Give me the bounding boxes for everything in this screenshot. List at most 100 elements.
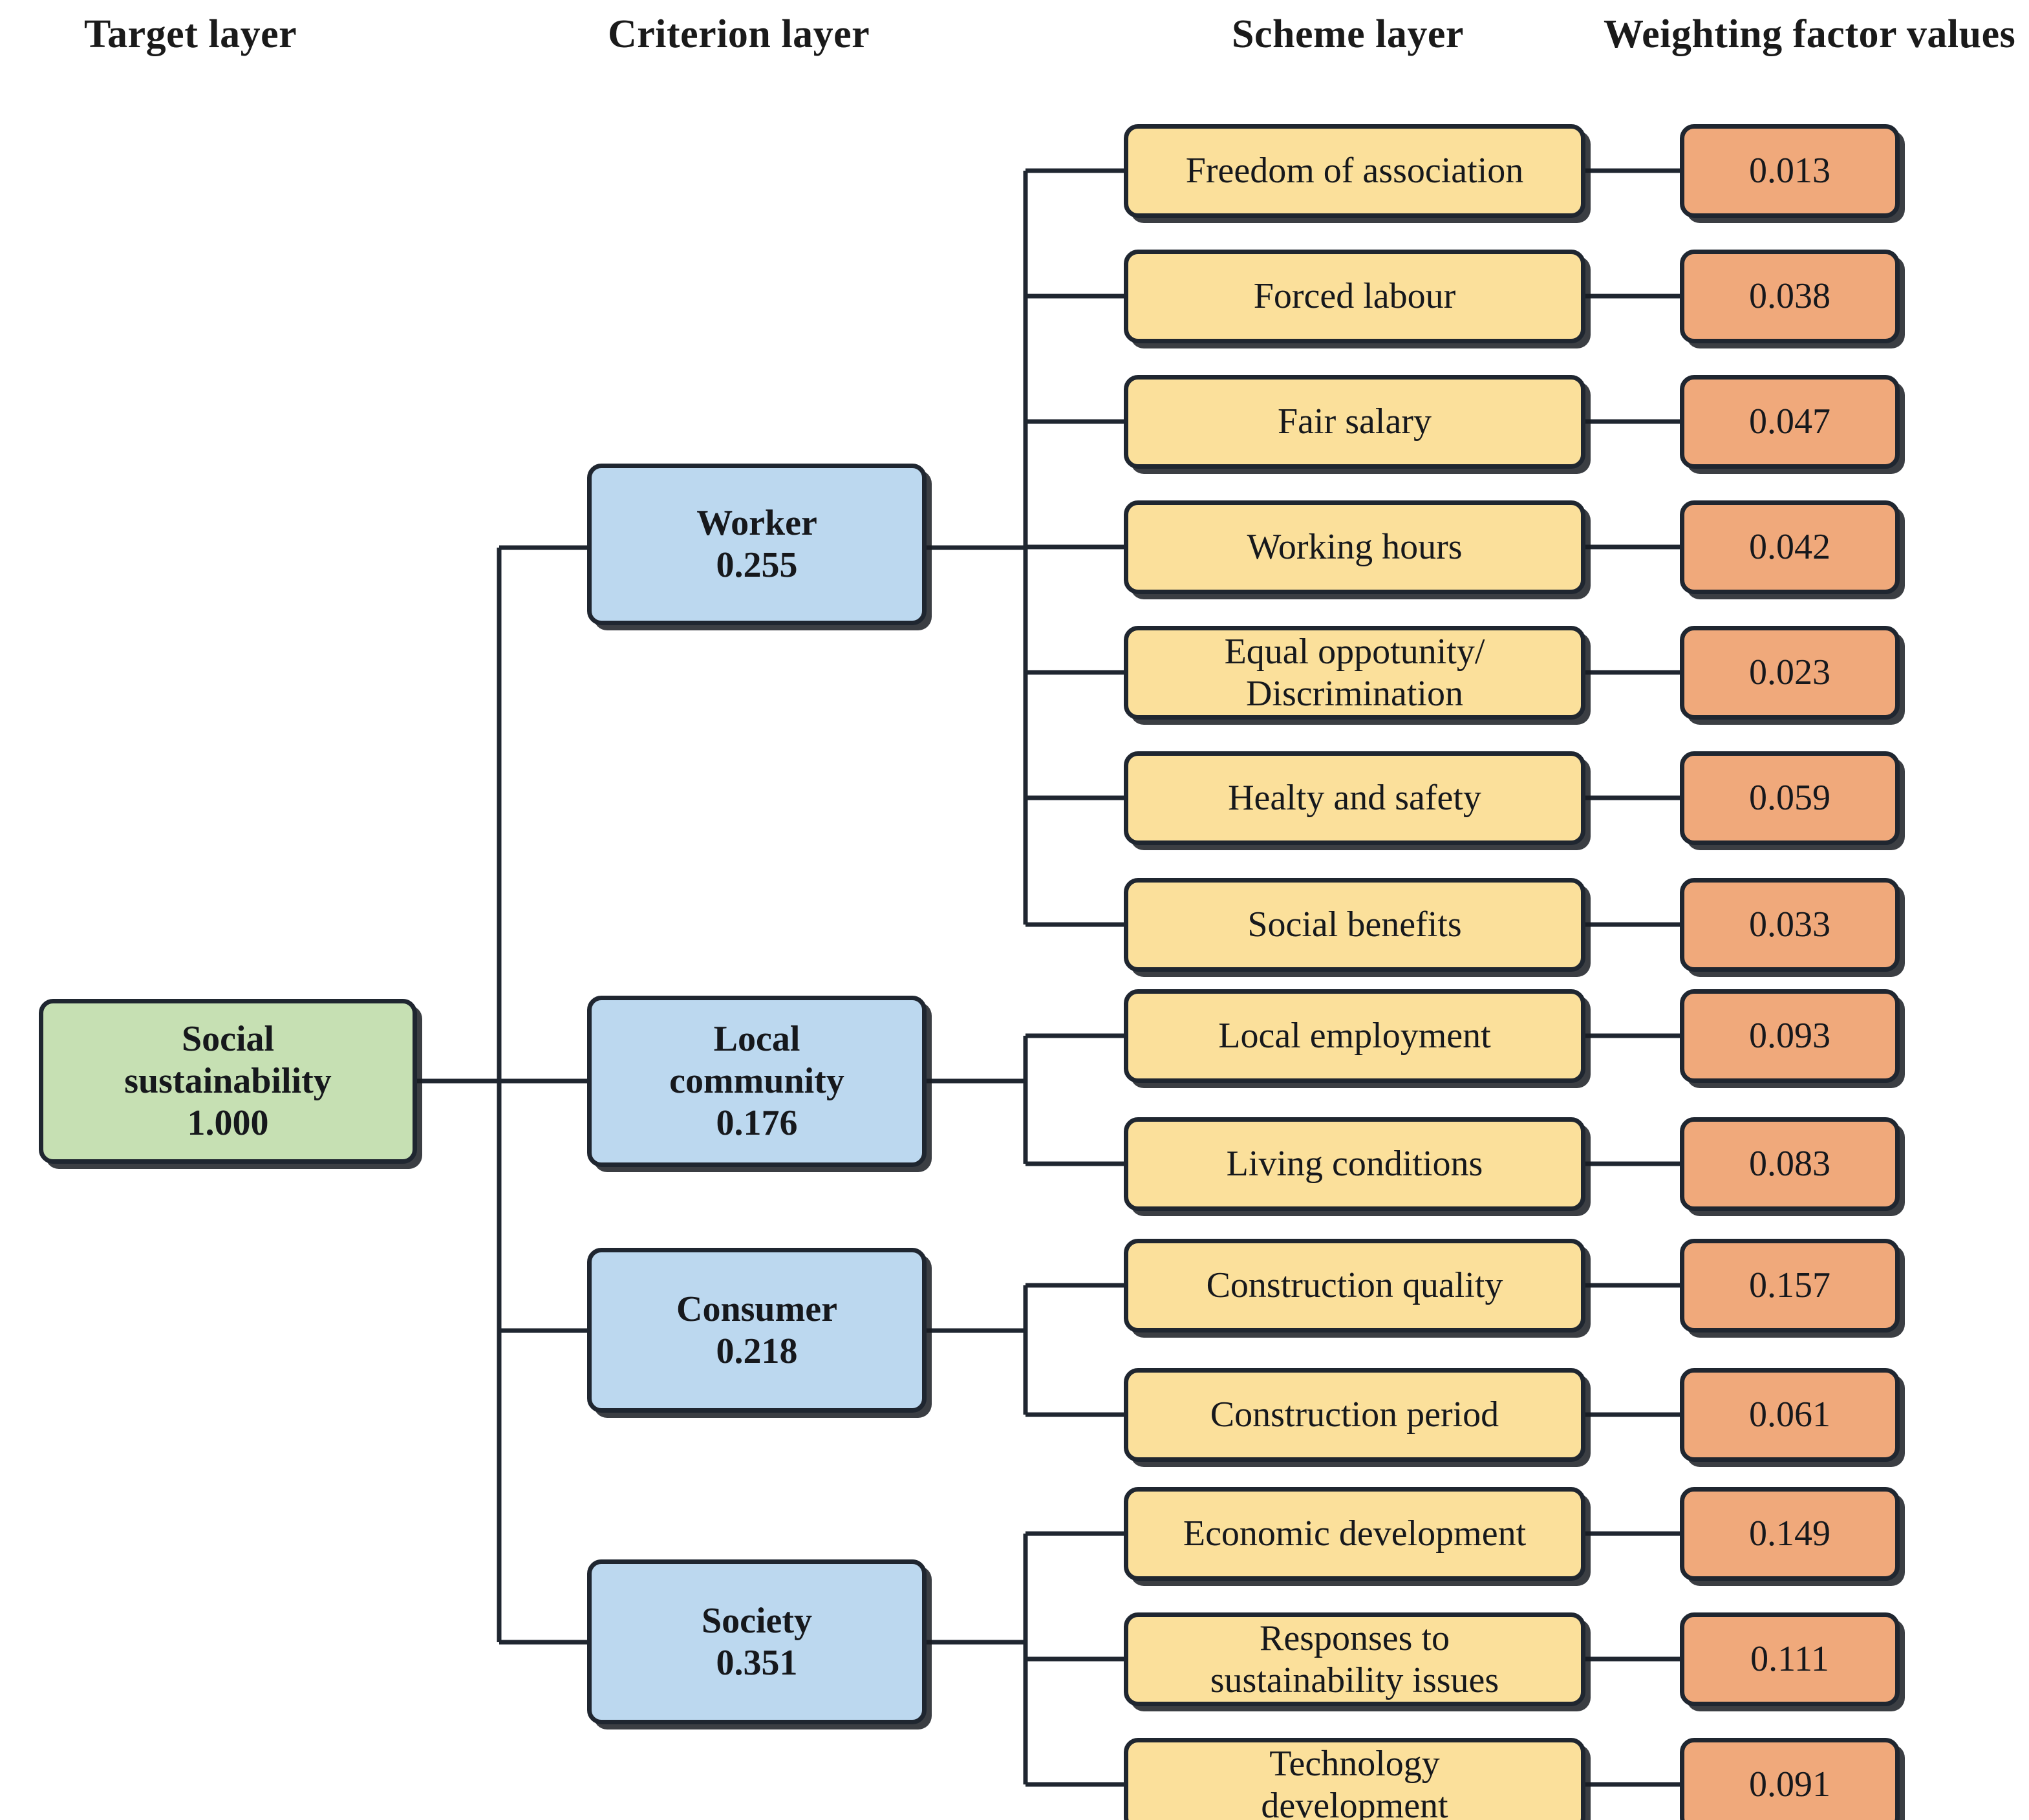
scheme-8-line-1: Local employment: [1218, 1016, 1491, 1056]
weight-12-value: 0.149: [1749, 1514, 1830, 1554]
weight-node-2[interactable]: 0.038: [1680, 250, 1900, 343]
weight-node-10[interactable]: 0.157: [1680, 1239, 1900, 1333]
weight-node-3[interactable]: 0.047: [1680, 375, 1900, 469]
scheme-node-social-benefits[interactable]: Social benefits: [1124, 878, 1585, 972]
weight-node-5[interactable]: 0.023: [1680, 626, 1900, 720]
scheme-node-responses-to-sustainability-issues[interactable]: Responses to sustainability issues: [1124, 1612, 1585, 1706]
scheme-4-line-1: Working hours: [1247, 527, 1463, 568]
criterion-node-society[interactable]: Society 0.351: [587, 1559, 927, 1724]
weight-2-value: 0.038: [1749, 276, 1830, 317]
criterion-local-community-label-2: community: [669, 1061, 844, 1102]
weight-4-value: 0.042: [1749, 527, 1830, 568]
target-line-1: Social: [181, 1019, 275, 1060]
criterion-consumer-text: Consumer 0.218: [592, 1289, 922, 1373]
weight-8-value: 0.093: [1749, 1016, 1830, 1056]
weight-14-value: 0.091: [1749, 1764, 1830, 1805]
criterion-node-worker[interactable]: Worker 0.255: [587, 464, 927, 625]
scheme-node-9-text: Living conditions: [1128, 1143, 1581, 1185]
scheme-12-line-1: Economic development: [1183, 1514, 1527, 1554]
scheme-node-living-conditions[interactable]: Living conditions: [1124, 1117, 1585, 1211]
scheme-node-working-hours[interactable]: Working hours: [1124, 500, 1585, 594]
scheme-node-freedom-of-association[interactable]: Freedom of association: [1124, 124, 1585, 218]
target-node-social-sustainability[interactable]: Social sustainability 1.000: [39, 999, 417, 1164]
weight-5-value: 0.023: [1749, 652, 1830, 693]
weight-node-1[interactable]: 0.013: [1680, 124, 1900, 218]
weight-7-value: 0.033: [1749, 905, 1830, 945]
scheme-13-line-2: sustainability issues: [1210, 1660, 1499, 1700]
scheme-node-forced-labour[interactable]: Forced labour: [1124, 250, 1585, 343]
criterion-worker-label: Worker: [696, 503, 817, 544]
weight-11-value: 0.061: [1749, 1395, 1830, 1435]
criterion-node-local-community[interactable]: Local community 0.176: [587, 996, 927, 1167]
scheme-2-line-1: Forced labour: [1253, 276, 1456, 317]
scheme-node-local-employment[interactable]: Local employment: [1124, 989, 1585, 1083]
scheme-11-line-1: Construction period: [1210, 1395, 1499, 1435]
scheme-10-line-1: Construction quality: [1206, 1265, 1503, 1306]
scheme-node-8-text: Local employment: [1128, 1015, 1581, 1057]
scheme-node-7-text: Social benefits: [1128, 904, 1581, 946]
scheme-node-6-text: Healty and safety: [1128, 777, 1581, 819]
criterion-society-text: Society 0.351: [592, 1600, 922, 1684]
scheme-9-line-1: Living conditions: [1226, 1144, 1483, 1184]
weight-node-11[interactable]: 0.061: [1680, 1368, 1900, 1462]
criterion-local-community-value: 0.176: [716, 1102, 798, 1143]
scheme-node-health-and-safety[interactable]: Healty and safety: [1124, 751, 1585, 845]
scheme-node-1-text: Freedom of association: [1128, 150, 1581, 192]
criterion-society-label: Society: [701, 1600, 813, 1641]
scheme-node-construction-quality[interactable]: Construction quality: [1124, 1239, 1585, 1333]
scheme-node-4-text: Working hours: [1128, 526, 1581, 568]
weight-node-6[interactable]: 0.059: [1680, 751, 1900, 845]
scheme-node-equal-opportunity-discrimination[interactable]: Equal oppotunity/ Discrimination: [1124, 626, 1585, 720]
scheme-node-economic-development[interactable]: Economic development: [1124, 1487, 1585, 1581]
criterion-node-consumer[interactable]: Consumer 0.218: [587, 1248, 927, 1413]
scheme-node-14-text: Technology development: [1128, 1743, 1581, 1820]
scheme-7-line-1: Social benefits: [1247, 905, 1462, 945]
weight-3-value: 0.047: [1749, 401, 1830, 442]
criterion-society-value: 0.351: [716, 1642, 798, 1683]
weight-6-value: 0.059: [1749, 778, 1830, 819]
scheme-node-2-text: Forced labour: [1128, 275, 1581, 317]
scheme-node-3-text: Fair salary: [1128, 401, 1581, 443]
weight-1-value: 0.013: [1749, 151, 1830, 191]
scheme-node-12-text: Economic development: [1128, 1513, 1581, 1555]
scheme-node-fair-salary[interactable]: Fair salary: [1124, 375, 1585, 469]
weight-node-9[interactable]: 0.083: [1680, 1117, 1900, 1211]
weight-9-value: 0.083: [1749, 1144, 1830, 1184]
weight-node-4[interactable]: 0.042: [1680, 500, 1900, 594]
criterion-worker-text: Worker 0.255: [592, 502, 922, 586]
scheme-5-line-2: Discrimination: [1246, 673, 1463, 714]
scheme-node-technology-development[interactable]: Technology development: [1124, 1738, 1585, 1820]
target-line-2: sustainability: [124, 1061, 332, 1102]
scheme-node-11-text: Construction period: [1128, 1394, 1581, 1436]
scheme-node-10-text: Construction quality: [1128, 1265, 1581, 1307]
criterion-worker-value: 0.255: [716, 545, 798, 585]
weight-node-13[interactable]: 0.111: [1680, 1612, 1900, 1706]
target-node-text: Social sustainability 1.000: [43, 1018, 413, 1144]
weight-13-value: 0.111: [1750, 1639, 1829, 1680]
scheme-3-line-1: Fair salary: [1278, 401, 1432, 442]
scheme-14-line-1: Technology: [1269, 1743, 1440, 1784]
scheme-node-5-text: Equal oppotunity/ Discrimination: [1128, 631, 1581, 715]
scheme-6-line-1: Healty and safety: [1228, 778, 1481, 819]
scheme-node-construction-period[interactable]: Construction period: [1124, 1368, 1585, 1462]
header-scheme-layer: Scheme layer: [1232, 12, 1464, 56]
weight-node-7[interactable]: 0.033: [1680, 878, 1900, 972]
header-criterion-layer: Criterion layer: [608, 12, 870, 56]
weight-node-12[interactable]: 0.149: [1680, 1487, 1900, 1581]
criterion-local-community-label-1: Local: [713, 1019, 800, 1060]
weight-node-14[interactable]: 0.091: [1680, 1738, 1900, 1820]
scheme-1-line-1: Freedom of association: [1185, 151, 1524, 191]
header-target-layer: Target layer: [84, 12, 297, 56]
criterion-consumer-label: Consumer: [676, 1289, 837, 1329]
weight-node-8[interactable]: 0.093: [1680, 989, 1900, 1083]
scheme-14-line-2: development: [1261, 1785, 1448, 1820]
weight-10-value: 0.157: [1749, 1265, 1830, 1306]
scheme-node-13-text: Responses to sustainability issues: [1128, 1618, 1581, 1702]
criterion-consumer-value: 0.218: [716, 1331, 798, 1371]
scheme-13-line-1: Responses to: [1260, 1618, 1450, 1658]
criterion-local-community-text: Local community 0.176: [592, 1018, 922, 1144]
scheme-5-line-1: Equal oppotunity/: [1224, 631, 1485, 672]
target-value: 1.000: [187, 1102, 269, 1143]
